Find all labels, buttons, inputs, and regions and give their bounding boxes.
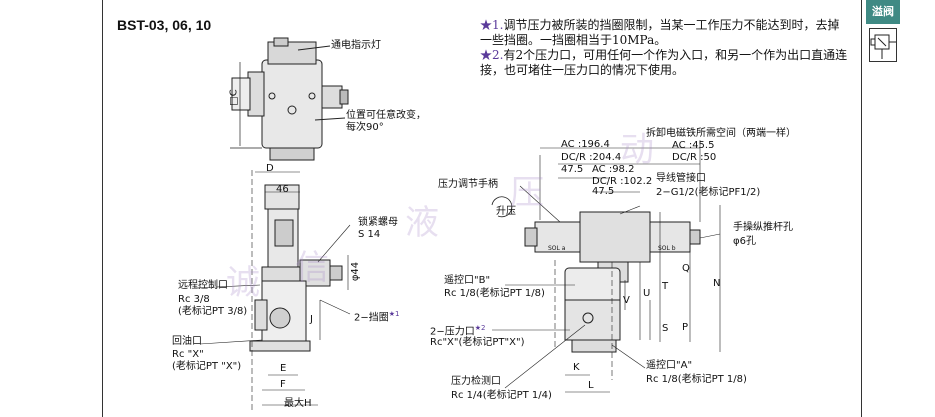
watermark-char-3: 液 [405, 203, 439, 243]
pressure-handle-label: 压力调节手柄 [438, 179, 498, 190]
note-2-text: 有2个压力口，可用任何一个作为入口，和另一个作为出口直通连接，也可堵住一压力口的… [480, 48, 848, 77]
page-frame [102, 0, 862, 417]
dim-q-label: Q [682, 263, 690, 274]
watermark-char-1: 诚 [226, 263, 260, 303]
pilot-b-label: 遥控口"B" [444, 275, 491, 286]
note-1-text: 调节压力被所装的挡圈限制，当某一工作压力不能达到时，去掉一些挡圈。一挡圈相当于1… [480, 18, 840, 47]
dim-e-label: E [280, 363, 287, 374]
valve-symbol-icon [869, 28, 897, 62]
ac-196-label: AC :196.4 [561, 139, 610, 150]
watermark-char-4: 压 [510, 173, 544, 213]
rc-x-label: Rc "X" [172, 349, 204, 360]
retainer-label: 2−挡圈★1 [354, 309, 399, 323]
phi44-label: φ44 [350, 261, 362, 282]
dim-d-label: D [266, 163, 274, 174]
lock-nut-label: 锁紧螺母 [358, 217, 398, 228]
s14-label: S 14 [358, 229, 381, 240]
dim-u-label: U [643, 288, 651, 299]
dcr-102-label: DC/R :102.2 [592, 176, 653, 187]
dim-v-label: V [623, 295, 630, 306]
every-90-label: 每次90° [346, 122, 384, 133]
retainer-text: 2−挡圈 [354, 312, 389, 324]
gauge-port-label: 压力检测口 [451, 376, 501, 387]
note-1: ★1.调节压力被所装的挡圈限制，当某一工作压力不能达到时，去掉一些挡圈。一挡圈相… [480, 18, 850, 48]
note-2-mark: ★2. [480, 48, 504, 62]
sol-b-label: SOL b [658, 245, 676, 252]
pressure-port-text: 2−压力口 [430, 326, 475, 338]
rc-14-label: Rc 1/4(老标记PT 1/4) [451, 390, 552, 401]
ac-455-label: AC :45.5 [672, 140, 715, 151]
watermark-char-5: 动 [620, 130, 654, 170]
wiring-spec-label: 2−G1/2(老标记PF1/2) [656, 187, 761, 198]
dcr-50-label: DC/R :50 [672, 152, 717, 163]
wiring-port-label: 导线管接口 [656, 173, 706, 184]
manual-lever-label: 手操纵推杆孔 [733, 222, 793, 233]
phi6-label: φ6孔 [733, 236, 756, 247]
old-pt-x-label: (老标记PT "X") [172, 361, 242, 372]
dim-46-label: 46 [276, 184, 289, 195]
remote-port-label: 远程控制口 [178, 280, 228, 291]
retainer-star: ★1 [388, 310, 400, 318]
raise-label: 升压 [496, 206, 516, 217]
pressure-port-star: ★2 [474, 324, 486, 332]
section-tab-label: 溢阀 [866, 0, 900, 24]
dim-c-label: □C [228, 89, 240, 106]
dim-t-label: T [662, 281, 669, 292]
dim-h-label: 最大H [284, 398, 312, 409]
rc-38-label: Rc 3/8 [178, 294, 210, 305]
section-tab[interactable]: 溢阀 [866, 0, 900, 66]
pilot-a-label: 遥控口"A" [646, 360, 693, 371]
note-2: ★2.有2个压力口，可用任何一个作为入口，和另一个作为出口直通连接，也可堵住一压… [480, 48, 850, 78]
watermark-char-2: 信 [295, 248, 329, 288]
d475b-label: 47.5 [592, 186, 615, 197]
ac-98-label: AC :98.2 [592, 164, 635, 175]
removal-space-label: 拆卸电磁铁所需空间（两端一样） [646, 128, 796, 139]
rc-18-a-label: Rc 1/8(老标记PT 1/8) [646, 374, 747, 385]
sol-a-label: SOL a [548, 245, 566, 252]
notes-block: ★1.调节压力被所装的挡圈限制，当某一工作压力不能达到时，去掉一些挡圈。一挡圈相… [480, 18, 850, 78]
dim-p-label: P [682, 322, 689, 333]
dim-j-label: J [310, 314, 313, 325]
old-pt-38-label: (老标记PT 3/8) [178, 306, 248, 317]
rc-x-pt-label: Rc"X"(老标记PT"X") [430, 337, 525, 348]
position-change-label: 位置可任意改变， [346, 110, 426, 121]
d475a-label: 47.5 [561, 164, 584, 175]
note-1-mark: ★1. [480, 18, 504, 32]
dim-n-label: N [713, 278, 721, 289]
dim-l-label: L [588, 380, 594, 391]
pressure-port-label: 2−压力口★2 [430, 323, 485, 337]
indicator-label: 通电指示灯 [331, 40, 381, 51]
dim-k-label: K [573, 362, 580, 373]
rc-18-b-label: Rc 1/8(老标记PT 1/8) [444, 288, 545, 299]
dcr-204-label: DC/R :204.4 [561, 152, 622, 163]
dim-f-label: F [280, 379, 286, 390]
model-title: BST-03, 06, 10 [117, 17, 212, 33]
dim-s-label: S [662, 323, 669, 334]
return-port-label: 回油口 [172, 336, 202, 347]
